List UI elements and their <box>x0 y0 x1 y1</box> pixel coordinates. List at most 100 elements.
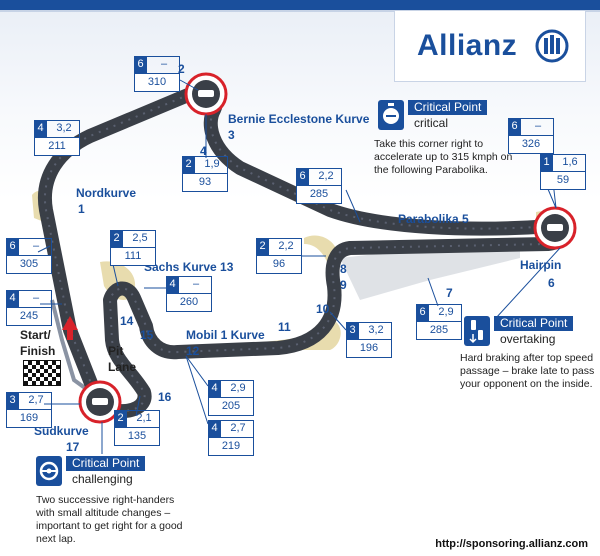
g-force-value: – <box>534 120 542 132</box>
speed-value: 59 <box>540 171 586 190</box>
top-divider <box>0 10 600 12</box>
gear-value: 3 <box>346 322 359 339</box>
corner-number-1: 1 <box>78 202 85 216</box>
gear-value: 2 <box>110 230 123 247</box>
g-force-value: – <box>160 58 168 70</box>
speed-badge-turn-14: 4 – 260 <box>166 276 212 312</box>
critical-point-title: Critical Point <box>408 100 488 115</box>
g-force-value: 2,9 <box>438 306 454 318</box>
lane-label: Lane <box>108 360 137 374</box>
gear-value: 4 <box>166 276 179 293</box>
allianz-logo: Allianz <box>394 10 586 82</box>
speed-value: 93 <box>182 173 228 192</box>
speed-badge-hairpin-entry: 6 – 326 <box>508 118 554 154</box>
speed-value: 285 <box>296 185 342 204</box>
gear-value: 1 <box>540 154 553 171</box>
critical-point-title: Critical Point <box>66 456 146 471</box>
corner-number-9: 9 <box>340 278 347 292</box>
speed-value: 205 <box>208 397 254 416</box>
corner-number-4: 4 <box>200 144 207 158</box>
g-force-value: 2,5 <box>132 232 148 244</box>
top-brand-bar <box>0 0 600 10</box>
critical-point-level: challenging <box>72 472 133 486</box>
g-force-value: 3,2 <box>368 324 384 336</box>
speed-value: 219 <box>208 437 254 456</box>
critical-point-level: overtaking <box>500 332 556 346</box>
gear-value: 4 <box>208 420 221 437</box>
critical-point-description: Two successive right-handers with small … <box>36 494 183 545</box>
gear-value: 6 <box>134 56 147 73</box>
speed-badge-turn-1: 4 3,2 211 <box>34 120 80 156</box>
critical-point-description: Hard braking after top speed passage – b… <box>460 352 595 390</box>
speed-badge-mobil-1-kurve: 4 2,9 205 <box>208 380 254 416</box>
gear-value: 2 <box>114 410 127 427</box>
g-force-value: 1,9 <box>204 158 220 170</box>
corner-number-17: 17 <box>66 440 80 454</box>
gear-value: 4 <box>6 290 19 307</box>
corner-number-12: 12 <box>186 344 200 358</box>
g-force-value: 2,9 <box>230 382 246 394</box>
overtaking-cars-icon <box>464 316 490 346</box>
critical-point-level: critical <box>414 116 449 130</box>
speed-value: 135 <box>114 427 160 446</box>
g-force-value: 2,2 <box>318 170 334 182</box>
speed-value: 211 <box>34 137 80 156</box>
corner-name-bernie-ecclestone: Bernie Ecclestone Kurve <box>228 112 370 126</box>
g-force-value: – <box>32 240 40 252</box>
gear-value: 6 <box>6 238 19 255</box>
speed-value: 245 <box>6 307 52 326</box>
speed-badge-turn-11: 3 3,2 196 <box>346 322 392 358</box>
speed-badge-hairpin-apex: 1 1,6 59 <box>540 154 586 190</box>
corner-marker-17 <box>78 380 122 424</box>
speed-value: 96 <box>256 255 302 274</box>
critical-point-title: Critical Point <box>494 316 574 331</box>
corner-number-11: 11 <box>278 320 291 334</box>
pit-label: Pit <box>108 344 124 358</box>
speed-badge-turn-4: 2 1,9 93 <box>182 156 228 192</box>
g-force-value: – <box>32 292 40 304</box>
allianz-eagle-icon <box>535 29 569 63</box>
g-force-value: 1,6 <box>562 156 578 168</box>
speed-value: 326 <box>508 135 554 154</box>
speed-value: 169 <box>6 409 52 428</box>
speed-badge-turn-12-exit: 4 2,7 219 <box>208 420 254 456</box>
corner-number-2: 2 <box>178 62 185 76</box>
gear-value: 6 <box>296 168 309 185</box>
corner-name-parabolika: Parabolika 5 <box>398 212 469 226</box>
speed-badge-suedkurve: 3 2,7 169 <box>6 392 52 428</box>
gear-value: 6 <box>416 304 429 321</box>
speed-value: 305 <box>6 255 52 274</box>
steering-wheel-icon <box>36 456 62 486</box>
speed-badge-start-straight: 4 – 245 <box>6 290 52 326</box>
corner-number-7: 7 <box>446 286 453 300</box>
corner-number-14: 14 <box>120 314 134 328</box>
start-label: Start/ <box>20 328 51 342</box>
g-force-value: 2,1 <box>136 412 152 424</box>
gear-value: 2 <box>256 238 269 255</box>
finish-label: Finish <box>20 344 56 358</box>
corner-marker-2 <box>184 72 228 116</box>
checkered-flag-icon <box>23 360 61 386</box>
gear-value: 6 <box>508 118 521 135</box>
direction-arrow-icon <box>62 316 78 340</box>
gear-value: 3 <box>6 392 19 409</box>
corner-marker-hairpin <box>533 206 577 250</box>
speed-badge-turn-7: 6 2,9 285 <box>416 304 462 340</box>
corner-name-hairpin: Hairpin <box>520 258 562 272</box>
speed-badge-sachs-kurve: 2 2,5 111 <box>110 230 156 266</box>
speed-value: 310 <box>134 73 180 92</box>
speed-value: 111 <box>110 247 156 266</box>
speed-badge-turn-16: 2 2,1 135 <box>114 410 160 446</box>
speed-badge-nordkurve-straight: 6 – 305 <box>6 238 52 274</box>
speed-value: 285 <box>416 321 462 340</box>
corner-number-10: 10 <box>316 302 330 316</box>
corner-name-nordkurve: Nordkurve <box>76 186 137 200</box>
g-force-value: 2,2 <box>278 240 294 252</box>
brand-name: Allianz <box>417 29 518 62</box>
gauge-icon <box>378 100 404 130</box>
g-force-value: 3,2 <box>56 122 72 134</box>
speed-badge-turn-8: 2 2,2 96 <box>256 238 302 274</box>
g-force-value: 2,7 <box>28 394 44 406</box>
